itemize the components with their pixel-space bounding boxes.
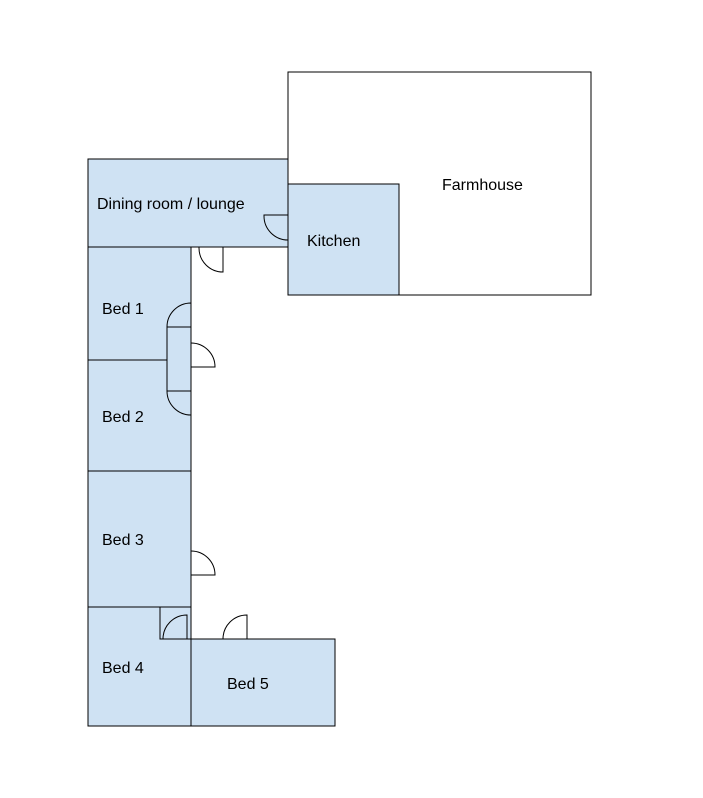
door-bed5-corridor (222, 614, 248, 640)
bed1-label: Bed 1 (102, 301, 144, 318)
door-dining-corridor (198, 247, 224, 273)
door-ensuite-corridor (190, 342, 216, 368)
door-bed2-ensuite (166, 390, 192, 416)
kitchen-label: Kitchen (307, 233, 360, 250)
door-bed1-ensuite (166, 302, 192, 328)
bed4-label: Bed 4 (102, 660, 144, 677)
bed5-label: Bed 5 (227, 676, 269, 693)
bed2-label: Bed 2 (102, 409, 144, 426)
door-bed4-cupboard (162, 614, 188, 640)
ensuite-room (166, 326, 192, 392)
dining-room (87, 158, 289, 248)
bed5-room (190, 638, 336, 727)
kitchen-room (287, 183, 400, 296)
dining-label: Dining room / lounge (97, 196, 245, 213)
door-bed3-corridor (190, 550, 216, 576)
door-dining-kitchen (263, 214, 289, 241)
bed3-label: Bed 3 (102, 532, 144, 549)
cupboard-room (159, 606, 192, 640)
farmhouse-label: Farmhouse (442, 177, 523, 194)
bed3-room (87, 470, 192, 608)
